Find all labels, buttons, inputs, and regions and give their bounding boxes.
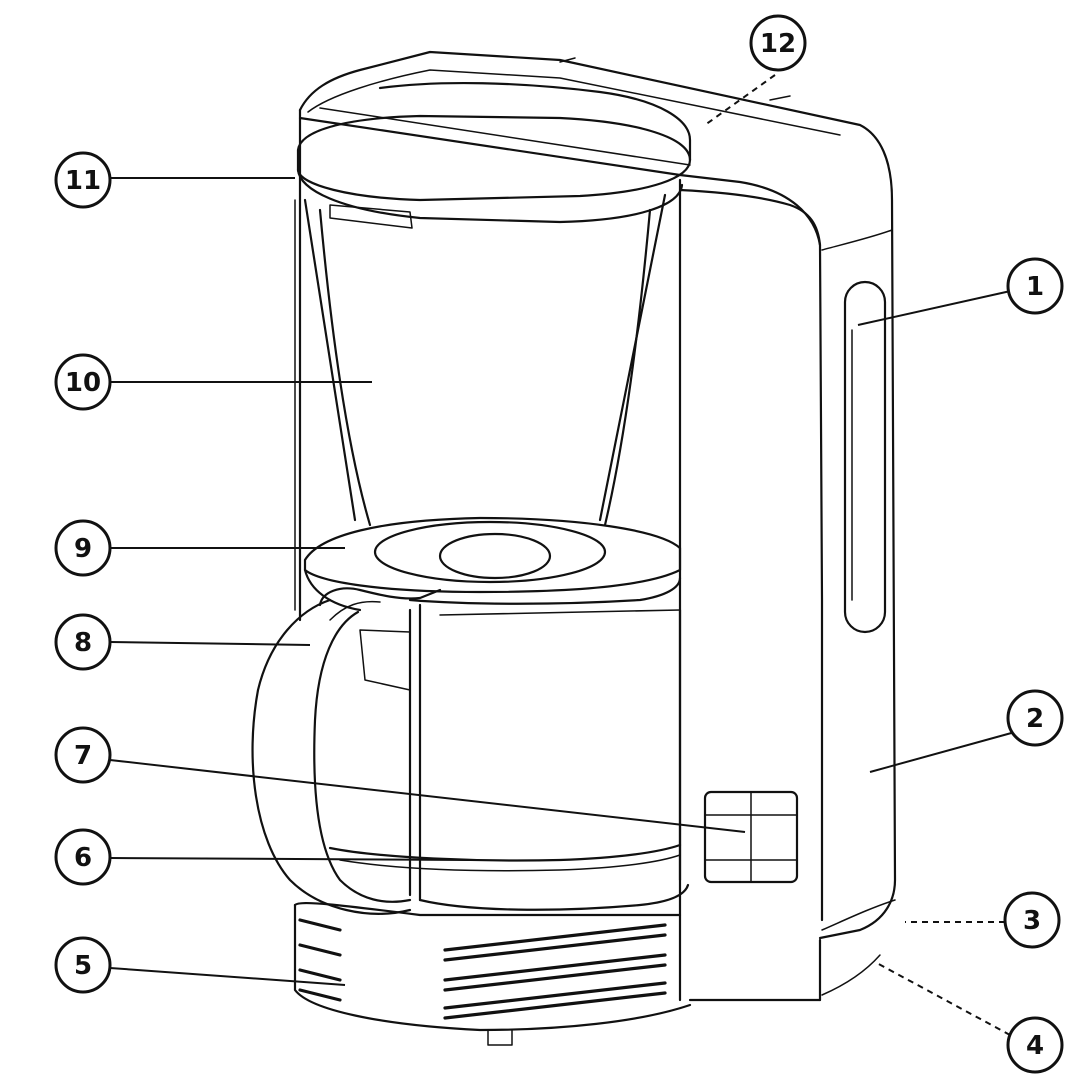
callout-11: 11 xyxy=(54,151,112,209)
callout-6-label: 6 xyxy=(74,843,92,873)
leader-8 xyxy=(109,641,311,646)
leader-lines xyxy=(109,74,1016,1036)
vent-slots xyxy=(298,918,667,1020)
callout-9: 9 xyxy=(54,519,112,577)
carafe-lid xyxy=(303,516,682,612)
leader-2 xyxy=(869,731,1016,773)
callout-12-label: 12 xyxy=(760,29,796,59)
callout-11-label: 11 xyxy=(65,166,101,196)
leader-6 xyxy=(109,857,471,861)
callout-12: 12 xyxy=(749,14,807,72)
callout-2-label: 2 xyxy=(1026,704,1044,734)
callout-9-label: 9 xyxy=(74,534,92,564)
callout-4-label: 4 xyxy=(1026,1031,1044,1061)
callout-5-label: 5 xyxy=(74,951,92,981)
leader-12 xyxy=(704,74,776,126)
callout-10: 10 xyxy=(54,353,112,411)
leader-1 xyxy=(857,289,1016,326)
callout-5: 5 xyxy=(54,936,112,994)
callout-6: 6 xyxy=(54,828,112,886)
callout-1-label: 1 xyxy=(1026,272,1044,302)
callout-8-label: 8 xyxy=(74,628,92,658)
carafe xyxy=(251,587,690,915)
filter-lid xyxy=(296,114,692,229)
callout-1: 1 xyxy=(1006,257,1064,315)
leader-4 xyxy=(874,961,1011,1036)
callout-3-label: 3 xyxy=(1023,906,1041,936)
base xyxy=(293,901,692,1046)
control-panel xyxy=(703,790,799,884)
callout-4: 4 xyxy=(1006,1016,1064,1074)
callout-7-label: 7 xyxy=(74,741,92,771)
filter-funnel xyxy=(294,193,667,611)
leader-5 xyxy=(109,967,346,986)
callout-3: 3 xyxy=(1003,891,1061,949)
leader-7 xyxy=(109,759,746,833)
callout-10-label: 10 xyxy=(65,368,101,398)
callout-7: 7 xyxy=(54,726,112,784)
callout-8: 8 xyxy=(54,613,112,671)
callout-2: 2 xyxy=(1006,689,1064,747)
